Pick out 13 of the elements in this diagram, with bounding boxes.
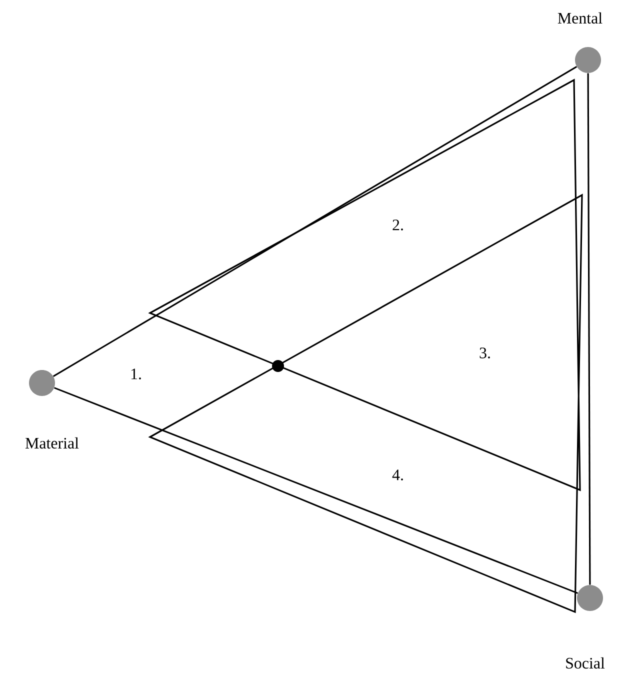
circle-node bbox=[577, 585, 603, 611]
circle-node bbox=[29, 370, 55, 396]
node-caption: Material bbox=[25, 437, 79, 449]
region-number: 2. bbox=[392, 220, 403, 230]
connector-line bbox=[587, 73, 591, 585]
connector-line bbox=[52, 66, 578, 377]
circle-node bbox=[575, 47, 601, 73]
region-number: 4. bbox=[392, 470, 403, 480]
connector-line bbox=[54, 387, 578, 594]
region-number: 3. bbox=[480, 348, 490, 358]
node-caption: Mental bbox=[558, 12, 602, 24]
node-caption: Social bbox=[566, 657, 605, 669]
region-number: 1. bbox=[131, 368, 141, 380]
